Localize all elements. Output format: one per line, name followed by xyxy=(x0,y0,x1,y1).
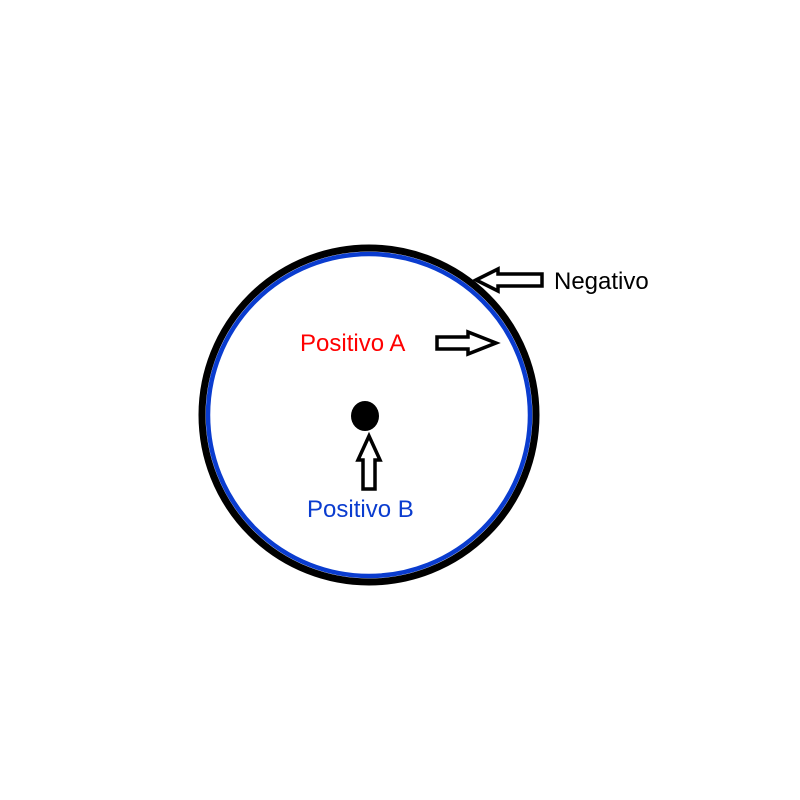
label-negativo: Negativo xyxy=(554,268,649,295)
inner-ring-positivo-a xyxy=(205,251,533,579)
center-dot-positivo-b xyxy=(351,401,379,431)
arrow-positivo-a-icon xyxy=(435,329,501,357)
outer-ring-negativo xyxy=(198,244,540,586)
label-positivo-b: Positivo B xyxy=(307,496,414,523)
arrow-negativo-icon xyxy=(472,266,544,294)
label-positivo-a: Positivo A xyxy=(300,330,405,357)
arrow-positivo-b-icon xyxy=(355,431,383,491)
